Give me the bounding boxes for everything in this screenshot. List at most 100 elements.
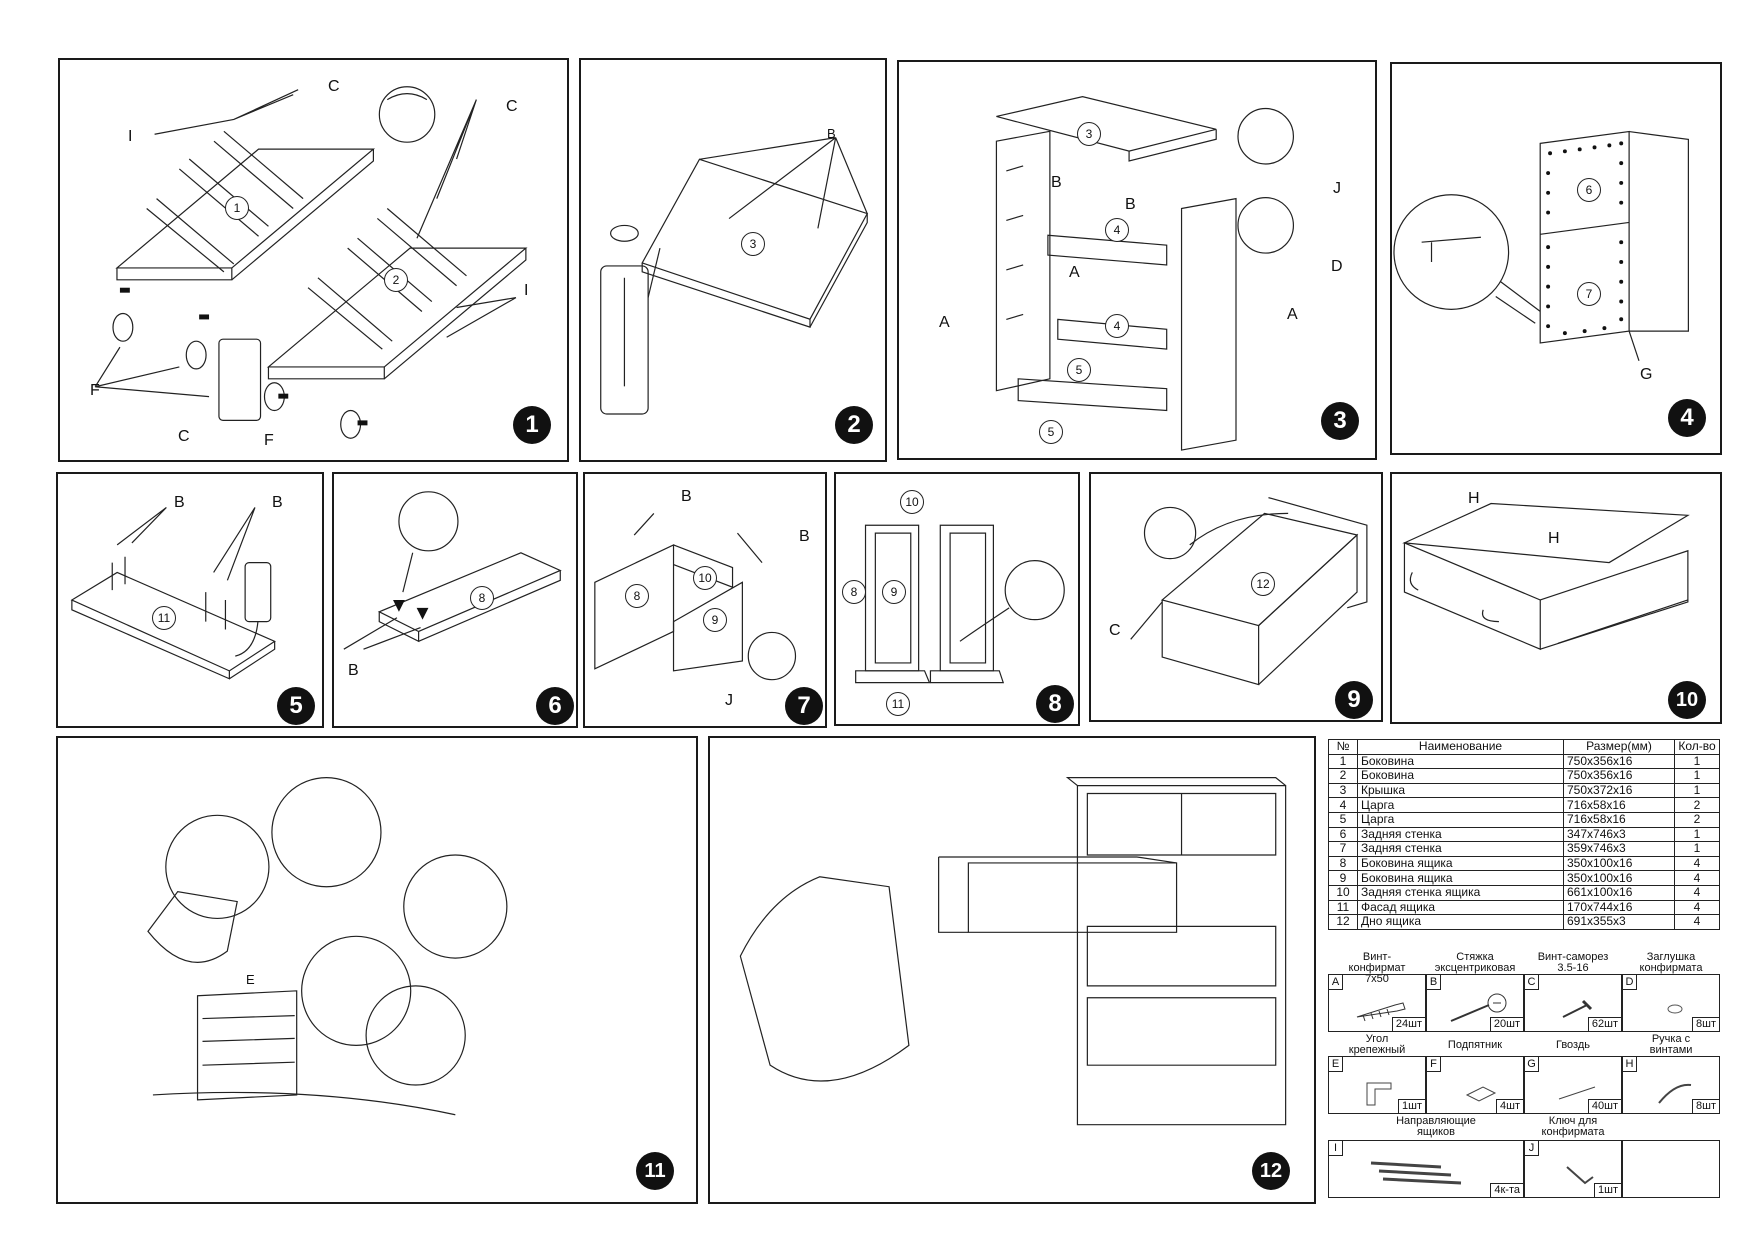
cell: 2 [1328,768,1358,784]
step-9-badge: 9 [1335,681,1373,719]
cell: 6 [1328,826,1358,843]
hardware-qty: 40шт [1587,1099,1621,1113]
hardware-letter: J [1525,1141,1539,1156]
step-11-illustration [58,738,696,1202]
drawer-rails-icon [1370,1161,1462,1185]
step-5-panel: B B 11 5 [56,472,324,728]
cell: Боковина ящика [1357,855,1564,872]
cell: Фасад ящика [1357,899,1564,916]
step-8-illustration [836,474,1078,724]
step-1-label-c1: C [328,78,340,95]
step-10-label-h2: H [1548,530,1560,547]
cell: 350x100x16 [1563,855,1675,872]
hardware-cell-e: E 1шт [1328,1056,1426,1114]
cell: 5 [1328,811,1358,828]
cell: 347x746x3 [1563,826,1675,843]
step-4-label-g: G [1640,366,1653,383]
cell: Царга [1357,811,1564,828]
step-7-label-b1: B [681,488,692,505]
step-3-label-a3: A [1287,306,1298,323]
cell: 716x58x16 [1563,811,1675,828]
hardware-name: Угол крепежный [1348,1033,1406,1056]
hardware-name: Винт-конфирмат 7x50 [1348,951,1406,985]
step-9-illustration [1091,474,1381,720]
step-1-label-i1: I [128,128,133,145]
eccentric-tie-icon [1450,993,1507,1022]
part-number: 5 [1067,358,1091,382]
part-number: 1 [225,196,249,220]
corner-bracket-icon [1366,1082,1392,1106]
hardware-letter: C [1525,975,1539,990]
hardware-cell-b: B 20шт [1426,974,1524,1032]
part-number: 3 [741,232,765,256]
cell: 10 [1328,884,1358,901]
step-8-badge: 8 [1036,685,1074,723]
part-number: 9 [882,580,906,604]
step-9-panel: 12 C 9 [1089,472,1383,722]
step-5-label-b2: B [272,494,283,511]
cell: 661x100x16 [1563,884,1675,901]
step-3-panel: 3 4 4 5 5 B B A A A J D 3 [897,60,1377,460]
step-7-illustration [585,474,825,726]
step-11-badge: 11 [636,1152,674,1190]
step-6-panel: 8 B 6 [332,472,578,728]
hardware-qty: 4шт [1496,1099,1523,1113]
hardware-letter: A [1329,975,1343,990]
col-size: Размер(мм) [1563,739,1675,755]
hardware-name: Направляющие ящиков [1396,1115,1476,1138]
col-name: Наименование [1357,739,1564,755]
cell: 750x356x16 [1563,768,1675,784]
cell: 691x355x3 [1563,914,1675,930]
cell: 1 [1674,841,1720,857]
part-number: 12 [1251,572,1275,596]
cell: 1 [1674,782,1720,799]
hardware-name: Винт-саморез 3.5-16 [1537,951,1609,974]
hardware-qty: 8шт [1692,1017,1719,1031]
hardware-qty: 1шт [1594,1183,1621,1197]
part-number: 11 [152,606,176,630]
part-number: 11 [886,692,910,716]
hardware-cell-j: J 1шт [1524,1140,1622,1198]
step-7-label-j: J [725,692,733,709]
cell: Задняя стенка [1357,826,1564,843]
step-12-badge: 12 [1252,1152,1290,1190]
cell: 1 [1674,826,1720,843]
hex-key-icon [1566,1166,1594,1185]
part-number: 4 [1105,314,1129,338]
step-3-label-b2: B [1125,196,1136,213]
step-3-illustration [899,62,1375,458]
step-3-badge: 3 [1321,402,1359,440]
cell: 8 [1328,855,1358,872]
step-10-label-h1: H [1468,490,1480,507]
hardware-name: Подпятник [1447,1039,1503,1051]
part-number: 10 [900,490,924,514]
step-2-badge: 2 [835,406,873,444]
cell: Царга [1357,797,1564,813]
step-6-label-b: B [348,662,359,679]
step-7-label-b2: B [799,528,810,545]
cell: 4 [1674,914,1720,930]
step-1-panel: C C I I F F C 1 2 1 [58,58,569,462]
step-1-label-i2: I [524,282,529,299]
cell: 170x744x16 [1563,899,1675,916]
step-10-illustration [1392,474,1720,722]
cell: 11 [1328,899,1358,916]
step-2-label-b: B [827,126,836,141]
cell: 4 [1674,870,1720,886]
cell: 3 [1328,782,1358,799]
cell: 2 [1674,797,1720,813]
hardware-qty: 4к-та [1490,1183,1523,1197]
step-1-illustration [60,60,567,460]
step-1-label-f2: F [264,432,274,449]
cell: 2 [1674,811,1720,828]
hardware-cell-h: H 8шт [1622,1056,1720,1114]
cell: 1 [1328,753,1358,770]
cell: 7 [1328,841,1358,857]
